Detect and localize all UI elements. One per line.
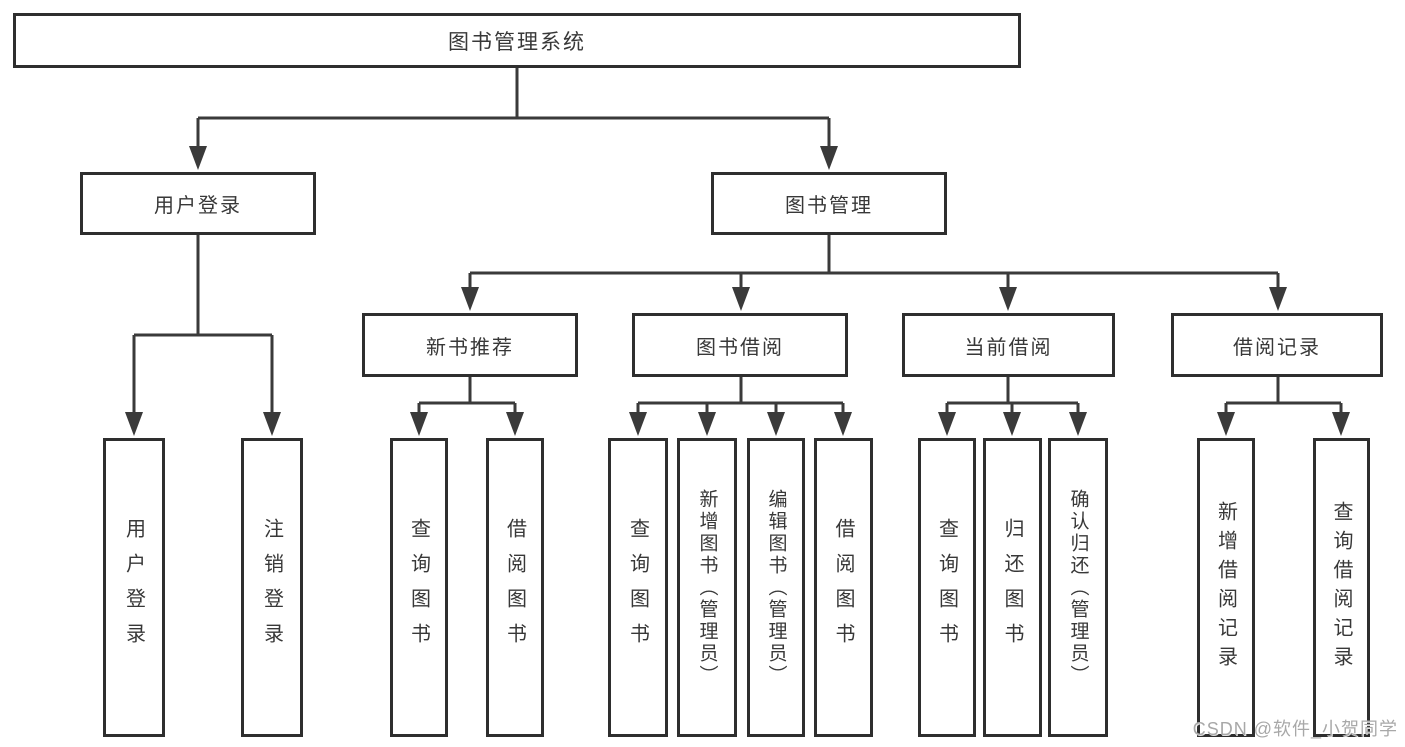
leaf-query-borrow-record: 查询借阅记录	[1313, 438, 1370, 737]
node-label: 借阅图书	[503, 517, 526, 658]
node-label: 用户登录	[122, 517, 145, 658]
leaf-add-borrow-record: 新增借阅记录	[1197, 438, 1255, 737]
node-label: 查询图书	[626, 517, 649, 658]
leaf-add-books-admin: 新增图书（管理员）	[677, 438, 737, 737]
node-label: 查询借阅记录	[1330, 500, 1352, 675]
leaf-borrow-books: 借阅图书	[814, 438, 873, 737]
leaf-query-books-recommend: 查询图书	[390, 438, 448, 737]
connector-current-borrow-branches	[945, 377, 1080, 415]
node-label: 归还图书	[1001, 517, 1023, 658]
node-new-book-recommend: 新书推荐	[362, 313, 578, 377]
node-label: 图书管理	[785, 195, 873, 217]
node-label: 查询图书	[935, 517, 958, 658]
leaf-query-books-current: 查询图书	[918, 438, 976, 737]
leaf-borrow-books-recommend: 借阅图书	[486, 438, 544, 737]
node-label: 确认归还（管理员）	[1067, 488, 1089, 687]
leaf-user-login: 用户登录	[103, 438, 165, 737]
leaf-confirm-return-admin: 确认归还（管理员）	[1048, 438, 1108, 737]
node-book-borrow: 图书借阅	[632, 313, 848, 377]
connector-book-management-branches	[468, 235, 1280, 290]
node-label: 编辑图书（管理员）	[765, 488, 787, 687]
node-label: 注销登录	[260, 517, 283, 658]
connector-book-borrow-branches	[636, 377, 845, 415]
csdn-watermark: CSDN @软件_小贺同学	[1192, 719, 1398, 739]
node-current-borrow: 当前借阅	[902, 313, 1115, 377]
node-book-management: 图书管理	[711, 172, 947, 235]
node-root-system: 图书管理系统	[13, 13, 1021, 68]
node-label: 图书借阅	[696, 336, 784, 359]
node-label: 借阅图书	[832, 517, 854, 658]
node-label: 新书推荐	[426, 336, 514, 359]
leaf-return-books: 归还图书	[983, 438, 1042, 737]
connector-user-login-branches	[132, 235, 274, 415]
node-label: 查询图书	[407, 517, 430, 658]
connector-borrow-record-branches	[1224, 377, 1343, 415]
leaf-logout: 注销登录	[241, 438, 303, 737]
node-label: 新增图书（管理员）	[696, 488, 718, 687]
node-label: 新增借阅记录	[1214, 500, 1237, 675]
arrowheads	[125, 146, 1350, 436]
node-label: 借阅记录	[1233, 336, 1321, 359]
node-label: 当前借阅	[964, 336, 1053, 359]
node-borrow-records: 借阅记录	[1171, 313, 1383, 377]
leaf-edit-books-admin: 编辑图书（管理员）	[747, 438, 805, 737]
node-label: 用户登录	[154, 195, 242, 217]
leaf-query-books-borrow: 查询图书	[608, 438, 668, 737]
node-user-login: 用户登录	[80, 172, 316, 235]
node-label: 图书管理系统	[448, 30, 586, 54]
connector-root-branches	[196, 68, 831, 148]
connector-new-book-branches	[417, 377, 517, 415]
